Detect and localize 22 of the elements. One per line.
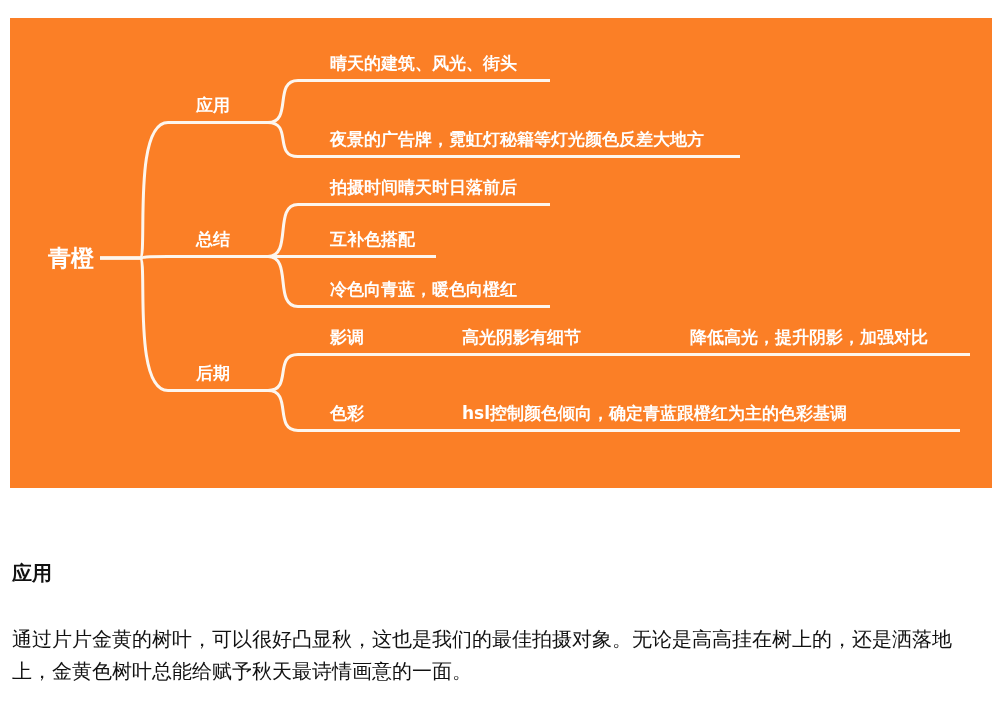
branch-line (267, 255, 299, 308)
section-heading: 应用 (12, 561, 53, 587)
branch-line (100, 256, 169, 392)
branch-topic: 应用 (168, 88, 268, 124)
branch-topic: 影调 (298, 322, 438, 356)
branch-topic: hsl控制颜色倾向，确定青蓝跟橙红为主的色彩基调 (452, 368, 960, 432)
branch-topic: 降低高光，提升阴影，加强对比 (682, 322, 970, 356)
branch-topic: 后期 (168, 356, 268, 392)
branch-topic: 互补色搭配 (298, 224, 436, 258)
branch-topic: 晴天的建筑、风光、街头 (298, 48, 550, 82)
branch-line (267, 121, 299, 158)
branch-topic: 冷色向青蓝，暖色向橙红 (298, 274, 550, 308)
body-paragraph: 通过片片金黄的树叶，可以很好凸显秋，这也是我们的最佳拍摄对象。无论是高高挂在树上的，还是洒落地上，金黄色树叶总能给赋予秋天最诗情画意的一面。 (12, 627, 953, 685)
branch-topic: 拍摄时间晴天时日落前后 (298, 172, 550, 206)
branch-topic: 色彩 (298, 396, 438, 432)
branch-topic: 夜景的广告牌，霓虹灯秘籍等灯光颜色反差大地方 (298, 100, 740, 158)
branch-line (438, 353, 452, 356)
branch-topic: 高光阴影有细节 (452, 322, 674, 356)
branch-line (438, 429, 452, 432)
branch-line (674, 353, 682, 356)
branch-topic: 总结 (168, 222, 268, 258)
central-topic: 青橙 (44, 242, 100, 274)
